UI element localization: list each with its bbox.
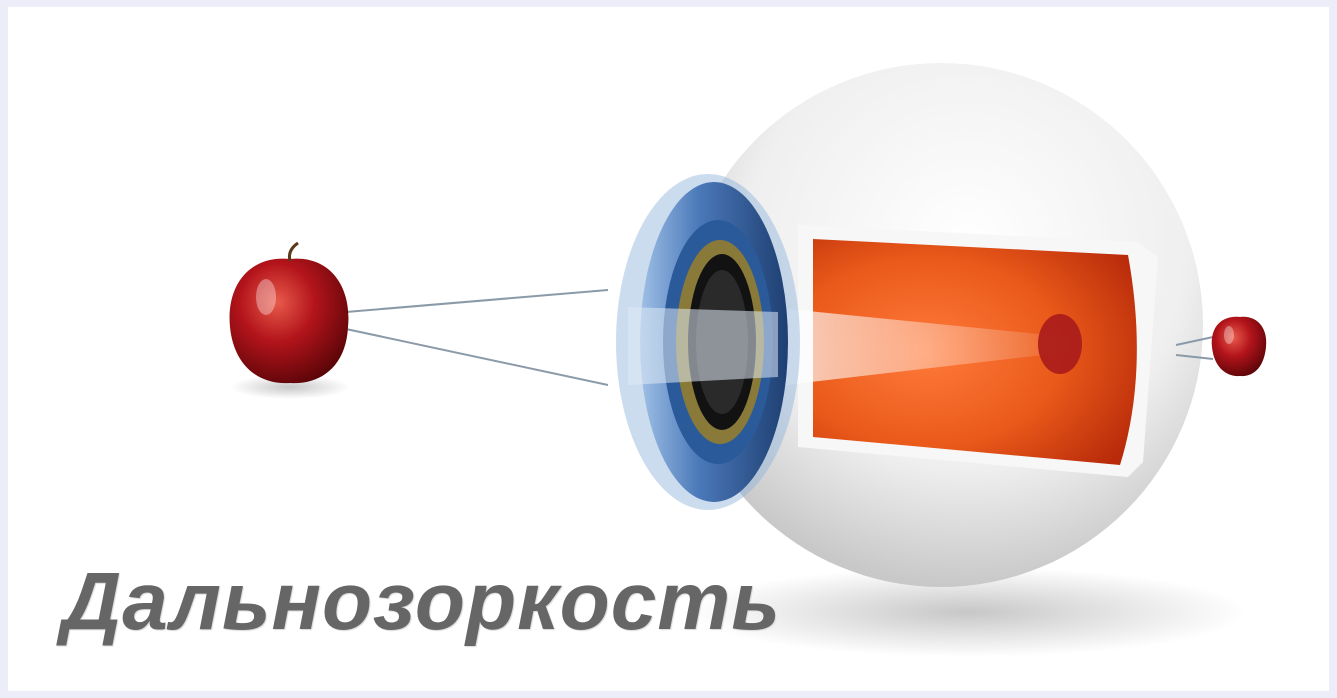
light-rays	[346, 290, 608, 385]
image-frame: Дальнозоркость	[8, 7, 1329, 691]
small-apple-icon	[1212, 317, 1267, 376]
apple-icon	[230, 243, 349, 383]
focus-spot	[1038, 314, 1082, 374]
caption-title: Дальнозоркость	[62, 555, 781, 649]
lens	[628, 307, 778, 385]
